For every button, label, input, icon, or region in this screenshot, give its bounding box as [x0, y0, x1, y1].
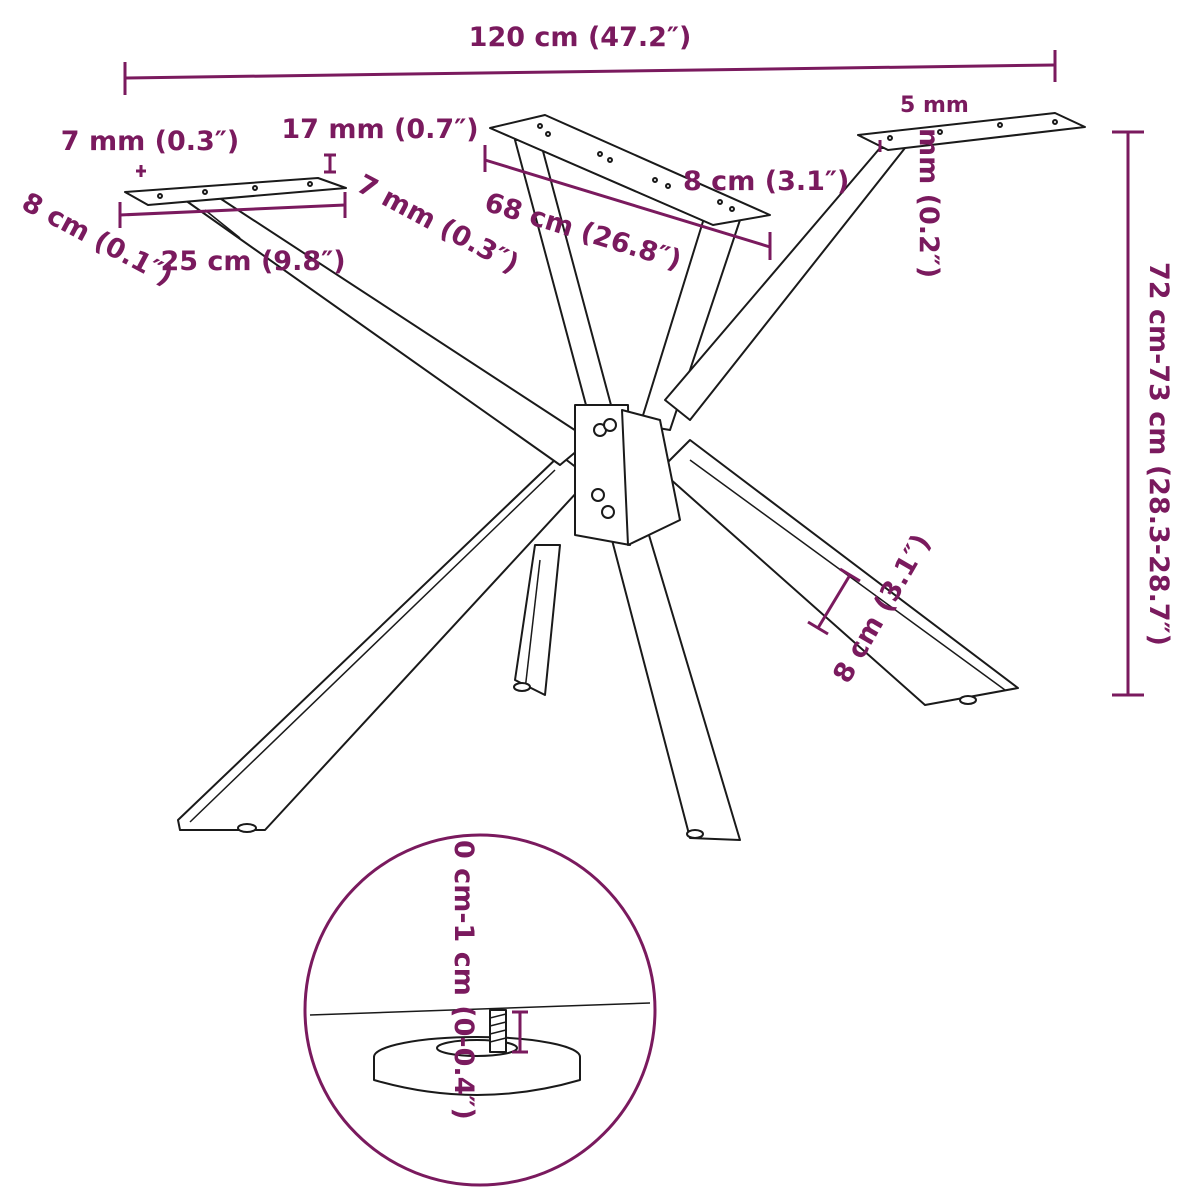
plate-length-label: 25 cm (9.8″) [160, 246, 345, 277]
top-plate-width-label: 8 cm (3.1″) [683, 166, 849, 197]
right-plate-thickness-b: mm (0.2″) [913, 128, 944, 278]
bolt-icon [601, 505, 615, 519]
bolt-icon [603, 418, 617, 432]
foot-pad [959, 695, 977, 705]
overall-height-label: 72 cm-73 cm (28.3-28.7″) [1143, 262, 1174, 646]
foot-pad [513, 682, 531, 692]
plate-holes [537, 123, 735, 212]
leg-right-front [659, 439, 1019, 706]
leg-wall-label: 7 mm (0.3″) [352, 169, 524, 280]
center-bracket-right [621, 409, 681, 546]
dimension-lines [118, 50, 1144, 697]
plate-offset-label: 17 mm (0.7″) [281, 114, 478, 145]
bolt-icon [591, 488, 605, 502]
top-plate-right [857, 112, 1086, 151]
overall-width-label: 120 cm (47.2″) [469, 22, 692, 53]
foot-detail-callout [303, 833, 657, 1187]
leg-upright-left [514, 139, 616, 421]
foot-pad [237, 823, 257, 833]
plate-thickness-label: 7 mm (0.3″) [61, 126, 239, 157]
top-plate-left [124, 177, 347, 206]
leg-back-center [514, 544, 561, 696]
foot-adjust-label: 0 cm-1 cm (0-0.4″) [448, 840, 479, 1120]
foot-pad [686, 829, 704, 839]
table-base-drawing [124, 112, 1086, 841]
leg-upper-left [184, 194, 591, 466]
adjuster-foot-side [373, 1057, 581, 1096]
right-plate-thickness-a: 5 mm [900, 93, 969, 118]
leg-center-front [599, 499, 741, 841]
detail-circle [303, 833, 657, 1187]
